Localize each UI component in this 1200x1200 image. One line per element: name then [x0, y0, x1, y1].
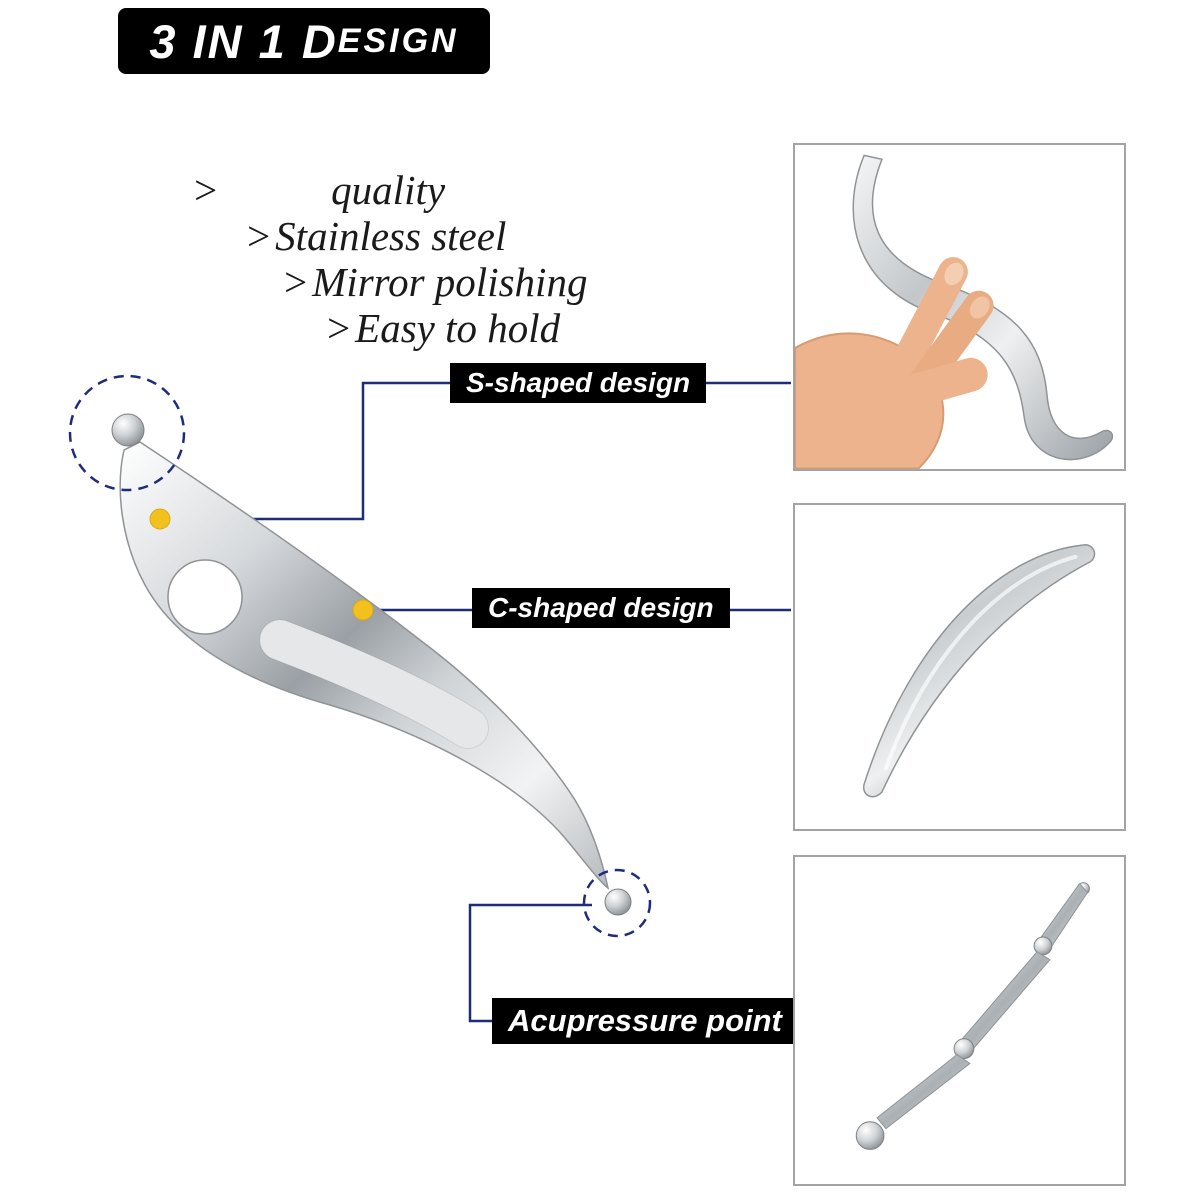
ball-tip-bottom: [604, 888, 632, 916]
main-tool-illustration: [111, 413, 632, 916]
pen-shape: [855, 882, 1090, 1150]
callout-acupressure-point: Acupressure point: [492, 998, 798, 1044]
callout-c-shaped-design: C-shaped design: [472, 588, 730, 628]
marker-dot-s: [149, 508, 171, 530]
tool-slot-hole: [260, 620, 488, 748]
marker-dot-c: [352, 599, 374, 621]
feature-mirror-polishing: >Mirror polishing: [220, 210, 588, 354]
feature-text: Stainless steel: [275, 213, 507, 259]
badge-text-small: ESIGN: [337, 21, 459, 60]
tool-round-hole: [167, 559, 243, 635]
feature-bullet: >: [244, 213, 273, 259]
photo-s-shaped-tool: [793, 143, 1126, 471]
connector-acupressure: [468, 903, 592, 1023]
feature-bullet: >: [191, 167, 220, 213]
feature-quality: > quality: [130, 118, 446, 262]
feature-bullet: >: [324, 305, 353, 351]
feature-text: quality: [331, 167, 446, 213]
acupressure-pen-image: [855, 882, 1090, 1150]
feature-text: Mirror polishing: [312, 259, 588, 305]
callout-s-shaped-design: S-shaped design: [450, 363, 707, 403]
ball-tip-top: [111, 413, 145, 447]
feature-bullet: >: [281, 259, 310, 305]
c-tool-shape: [862, 544, 1096, 798]
c-shaped-tool-image: [862, 544, 1096, 798]
dashed-circle-bottom: [582, 868, 652, 938]
dashed-circle-top: [68, 374, 186, 492]
feature-text: Easy to hold: [355, 305, 561, 351]
connector-s-shaped: [163, 381, 450, 521]
hand-holding-tool-image: [795, 154, 1114, 469]
feature-easy-to-hold: >Easy to hold: [263, 256, 561, 400]
photo-c-shaped-tool: [793, 503, 1126, 831]
feature-stainless-steel: >Stainless steel: [183, 164, 507, 308]
hand-illustration: [795, 257, 994, 469]
photo-acupressure-pen: [793, 855, 1126, 1186]
badge-text-large: 3 IN 1 D: [149, 14, 338, 68]
